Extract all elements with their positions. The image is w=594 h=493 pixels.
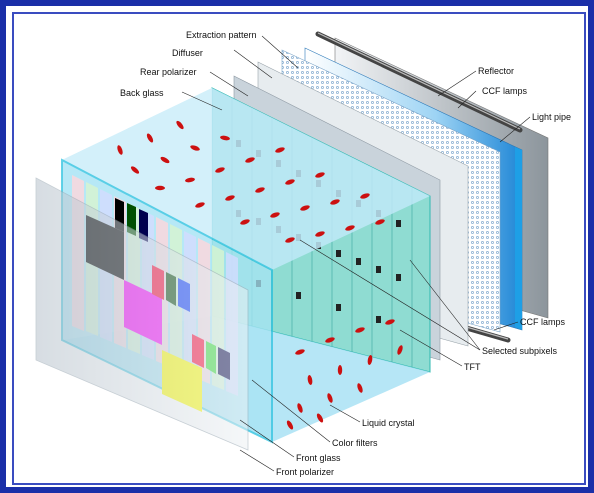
label-rear-polarizer: Rear polarizer — [140, 67, 197, 77]
label-selected-subpixels: Selected subpixels — [482, 346, 558, 356]
ccf-lamp-top-highlight — [317, 32, 521, 130]
front-polarizer-panel — [35, 177, 249, 451]
leader-lines — [181, 35, 531, 472]
label-front-polarizer: Front polarizer — [276, 467, 334, 477]
label-liquid-crystal: Liquid crystal — [362, 418, 415, 428]
label-tft: TFT — [464, 362, 481, 372]
label-light-pipe: Light pipe — [532, 112, 571, 122]
label-extraction-pattern: Extraction pattern — [186, 30, 257, 40]
label-ccf-lamps-bottom: CCF lamps — [520, 317, 566, 327]
label-back-glass: Back glass — [120, 88, 164, 98]
ccf-lamp-top — [315, 31, 523, 133]
label-ccf-lamps-top: CCF lamps — [482, 86, 528, 96]
light-pipe-edge — [515, 147, 522, 330]
label-reflector: Reflector — [478, 66, 514, 76]
label-diffuser: Diffuser — [172, 48, 203, 58]
label-color-filters: Color filters — [332, 438, 378, 448]
liquid-crystal-molecules — [117, 120, 403, 430]
label-front-glass: Front glass — [296, 453, 341, 463]
